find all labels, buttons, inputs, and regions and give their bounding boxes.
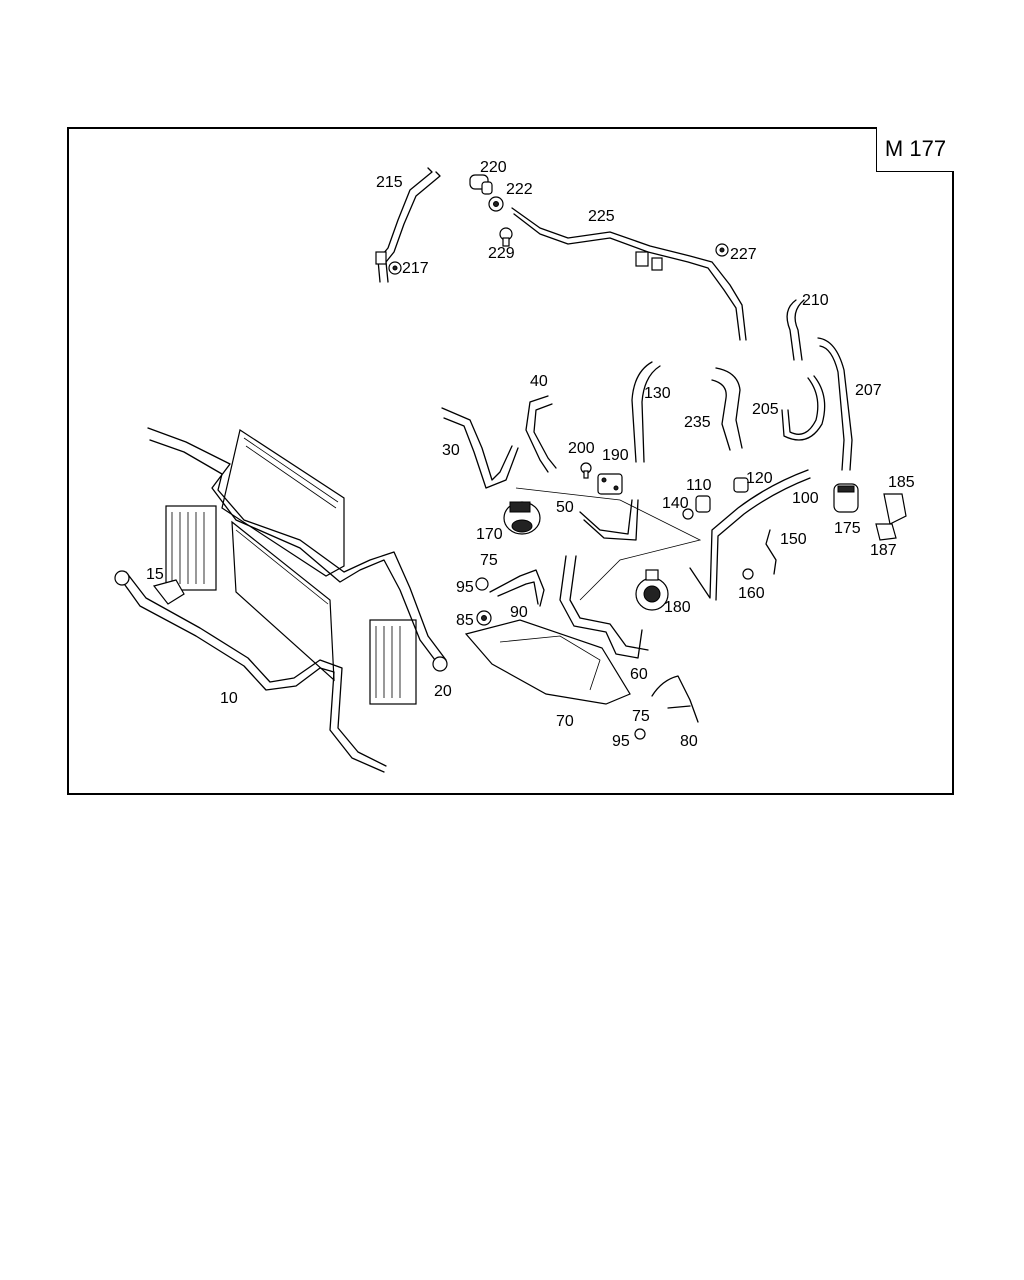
part-90-bracket[interactable] xyxy=(489,569,545,607)
label-85: 85 xyxy=(456,612,474,629)
label-75a: 75 xyxy=(480,552,498,569)
part-207-hose[interactable] xyxy=(817,337,853,471)
model-code-box: M 177 xyxy=(876,127,954,172)
label-30: 30 xyxy=(442,442,460,459)
label-75b: 75 xyxy=(632,708,650,725)
label-190: 190 xyxy=(602,447,629,464)
part-217-clip[interactable] xyxy=(388,261,402,275)
part-180-pump[interactable] xyxy=(635,569,669,611)
part-80-bracket[interactable] xyxy=(651,675,699,723)
part-130-hose[interactable] xyxy=(631,361,661,463)
label-20: 20 xyxy=(434,683,452,700)
label-50: 50 xyxy=(556,499,574,516)
part-235-hose[interactable] xyxy=(711,367,743,451)
label-60: 60 xyxy=(630,666,648,683)
part-190-valve[interactable] xyxy=(597,473,623,495)
part-175-filter[interactable] xyxy=(833,483,859,513)
label-187: 187 xyxy=(870,542,897,559)
label-70: 70 xyxy=(556,713,574,730)
label-100: 100 xyxy=(792,490,819,507)
part-40-hose[interactable] xyxy=(525,395,557,473)
part-170-pump[interactable] xyxy=(503,501,541,535)
label-229: 229 xyxy=(488,245,515,262)
label-95b: 95 xyxy=(612,733,630,750)
part-200-bolt[interactable] xyxy=(580,462,592,479)
part-227-clip[interactable] xyxy=(715,243,729,257)
radiator-aux-left[interactable] xyxy=(165,505,217,591)
label-15: 15 xyxy=(146,566,164,583)
part-120-sensor[interactable] xyxy=(733,477,749,493)
label-227: 227 xyxy=(730,246,757,263)
label-217: 217 xyxy=(402,260,429,277)
model-code: M 177 xyxy=(884,136,947,161)
label-140: 140 xyxy=(662,495,689,512)
radiator-aux-right[interactable] xyxy=(369,619,417,705)
label-80: 80 xyxy=(680,733,698,750)
part-95b-bolt[interactable] xyxy=(634,728,646,740)
label-10: 10 xyxy=(220,690,238,707)
part-110-sensor[interactable] xyxy=(695,495,711,513)
part-222-ring[interactable] xyxy=(488,196,504,212)
diagram-frame xyxy=(67,127,954,795)
label-160: 160 xyxy=(738,585,765,602)
part-95a-bolt[interactable] xyxy=(475,577,489,591)
label-120: 120 xyxy=(746,470,773,487)
part-10-hose[interactable] xyxy=(114,570,387,773)
label-210: 210 xyxy=(802,292,829,309)
part-20-hose[interactable] xyxy=(147,427,448,672)
label-150: 150 xyxy=(780,531,807,548)
label-95a: 95 xyxy=(456,579,474,596)
label-222: 222 xyxy=(506,181,533,198)
label-180: 180 xyxy=(664,599,691,616)
label-235: 235 xyxy=(684,414,711,431)
part-50-hose[interactable] xyxy=(579,499,639,541)
part-150-bracket[interactable] xyxy=(765,529,777,575)
callout-labels: 215 220 222 225 217 229 227 210 40 130 2… xyxy=(146,159,915,750)
label-90: 90 xyxy=(510,604,528,621)
part-30-hose[interactable] xyxy=(441,407,519,489)
label-225: 225 xyxy=(588,208,615,225)
label-170: 170 xyxy=(476,526,503,543)
part-187-nut[interactable] xyxy=(875,523,897,541)
part-225-hose[interactable] xyxy=(511,207,747,341)
part-60-hose[interactable] xyxy=(559,555,649,659)
part-70-shield[interactable] xyxy=(464,619,631,705)
label-185: 185 xyxy=(888,474,915,491)
part-100-hose[interactable] xyxy=(515,469,811,601)
label-130: 130 xyxy=(644,385,671,402)
part-215-hose[interactable] xyxy=(375,167,441,283)
main-radiator[interactable] xyxy=(221,429,345,682)
label-215: 215 xyxy=(376,174,403,191)
label-175: 175 xyxy=(834,520,861,537)
part-85-nut[interactable] xyxy=(476,610,492,626)
part-229-bolt[interactable] xyxy=(499,227,513,247)
label-40: 40 xyxy=(530,373,548,390)
label-200: 200 xyxy=(568,440,595,457)
label-110: 110 xyxy=(686,477,712,494)
label-220: 220 xyxy=(480,159,507,176)
part-205-hose[interactable] xyxy=(781,375,826,441)
label-207: 207 xyxy=(855,382,882,399)
part-220-connector[interactable] xyxy=(469,174,493,195)
label-205: 205 xyxy=(752,401,779,418)
part-210-hose[interactable] xyxy=(786,299,805,361)
part-15-bracket[interactable] xyxy=(152,579,185,605)
part-185-bracket[interactable] xyxy=(883,493,907,525)
part-140-bolt[interactable] xyxy=(682,508,694,520)
part-160-bolt[interactable] xyxy=(742,568,754,580)
